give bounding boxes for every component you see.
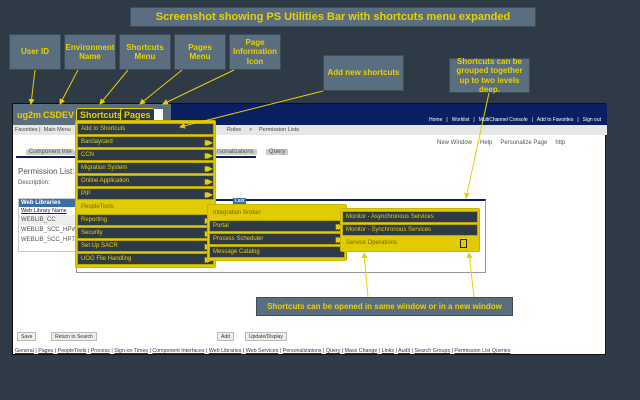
user-id: ug2m (17, 110, 42, 120)
integration-broker-submenu: Monitor - Asynchronous Services Monitor … (340, 208, 480, 252)
description-label: Description: (18, 180, 50, 186)
menu-item[interactable]: Monitor - Synchronous Services (342, 224, 478, 236)
footer-link[interactable]: Personalizations (282, 348, 322, 354)
crumb-permission-lists[interactable]: Permission Lists (259, 127, 300, 133)
peopletools-submenu: Integration Broker Portal▶▶ Process Sche… (207, 204, 347, 261)
menu-item-label: Process Scheduler (213, 236, 264, 242)
nav-worklist[interactable]: Worklist (451, 117, 470, 123)
callout-grouped: Shortcuts can be grouped together up to … (449, 57, 530, 94)
table-row: WEBLIB_SCC_HPW (21, 227, 78, 233)
footer-link[interactable]: Pages (38, 348, 54, 354)
callout-environment: Environment Name (64, 34, 116, 70)
page-title: Permission List: (18, 167, 75, 176)
footer-link[interactable]: Component Interfaces (152, 348, 205, 354)
footer-link[interactable]: Audit (398, 348, 411, 354)
personalize-page-link[interactable]: Personalize Page (500, 140, 548, 146)
http-link[interactable]: http (555, 140, 566, 146)
footer-link[interactable]: Process (90, 348, 110, 354)
menu-item[interactable]: Online Application▶▶ (77, 175, 214, 187)
nav-add-favorites[interactable]: Add to Favorites (536, 117, 574, 123)
new-window-icon[interactable] (460, 239, 467, 248)
footer-link[interactable]: Mass Change (344, 348, 378, 354)
page-info-icon[interactable] (154, 109, 163, 121)
menu-item[interactable]: Message Catalog (209, 246, 345, 258)
menu-item[interactable]: Migration System▶▶ (77, 162, 214, 174)
environment-name: CSDEV (43, 110, 75, 120)
shortcuts-dropdown: Add to Shortcuts Barclaycard▶▶ CCN▶▶ Mig… (75, 120, 216, 268)
menu-item-label: Migration System (81, 165, 128, 171)
callout-shortcuts: Shortcuts Menu (119, 34, 171, 70)
menu-item-label: Service Operations (346, 240, 398, 246)
menu-item[interactable]: PIP▶▶ (77, 188, 214, 200)
footer-link[interactable]: Permission List Queries (454, 348, 511, 354)
callout-user-id: User ID (9, 34, 61, 70)
callout-add-new: Add new shortcuts (323, 55, 404, 91)
callout-pages: Pages Menu (174, 34, 226, 70)
menu-item-label: Barclaycard (81, 139, 113, 145)
footer-link[interactable]: Sign-on Times (114, 348, 149, 354)
menu-item-label: UOG File Handling (81, 256, 132, 262)
crumb-favorites[interactable]: Favorites (15, 127, 38, 133)
crumb-roles[interactable]: Roles (227, 127, 242, 133)
menu-item-integration-broker[interactable]: Integration Broker (213, 210, 261, 216)
return-to-search-button[interactable]: Return to Search (51, 332, 97, 341)
footer-link[interactable]: Query (325, 348, 341, 354)
tab-component-interfaces[interactable]: Component Inte (26, 149, 75, 155)
footer-links: General | Pages | PeopleTools | Process … (15, 348, 511, 354)
footer-link[interactable]: Links (381, 348, 395, 354)
nav-multichannel[interactable]: MultiChannel Console (478, 117, 528, 123)
new-window-link[interactable]: New Window (437, 140, 473, 146)
crumb-sep: > (249, 127, 253, 133)
menu-item-label: Online Application (81, 178, 130, 184)
menu-item-label: Set Up SACR (81, 243, 118, 249)
nav-home[interactable]: Home (429, 117, 443, 123)
footer-link[interactable]: Search Groups (414, 348, 451, 354)
table-title: Web Libraries (19, 199, 75, 207)
nav-sign-out[interactable]: Sign out (582, 117, 601, 123)
footer-link[interactable]: Web Services (245, 348, 279, 354)
help-link[interactable]: Help (480, 140, 493, 146)
breadcrumb: Favorites | Main Menu Roles > Permission… (13, 125, 607, 135)
footer-link[interactable]: Web Libraries (208, 348, 242, 354)
menu-item-service-operations[interactable]: Service Operations (342, 237, 478, 249)
menu-item-label: PIP (81, 191, 91, 197)
table-row: WEBLIB_SCC_HPT (21, 237, 76, 243)
menu-item[interactable]: CCN▶▶ (77, 149, 214, 161)
callout-page-info: Page Information Icon (229, 34, 281, 70)
menu-item-label: Security (81, 230, 103, 236)
tab-personalizations[interactable]: rsonalizations (214, 149, 257, 155)
menu-item[interactable]: Monitor - Asynchronous Services (342, 211, 478, 223)
menu-item-peopletools[interactable]: PeopleTools (81, 204, 114, 210)
save-button[interactable]: Save (17, 332, 37, 341)
column-header[interactable]: Web Library Name (21, 208, 67, 214)
footer-link[interactable]: General (15, 348, 34, 354)
add-button[interactable]: Add (217, 332, 234, 341)
crumb-main-menu[interactable]: Main Menu (43, 127, 71, 133)
menu-item[interactable]: Barclaycard▶▶ (77, 136, 214, 148)
update-display-button[interactable]: Update/Display (245, 332, 287, 341)
menu-item-label: Reporting (81, 217, 108, 223)
last-link[interactable]: Last (233, 198, 247, 204)
header-bar: ug2m CSDEV Shortcuts Pages Home| Worklis… (13, 104, 607, 125)
title-banner: Screenshot showing PS Utilities Bar with… (130, 7, 536, 27)
footer-link[interactable]: PeopleTools (57, 348, 87, 354)
menu-item-label: Portal (213, 223, 229, 229)
tab-query[interactable]: Query (266, 149, 289, 155)
callout-opened: Shortcuts can be opened in same window o… (256, 297, 513, 316)
menu-item-label: CCN (81, 152, 94, 158)
table-row: WEBLIB_CC (19, 215, 75, 225)
